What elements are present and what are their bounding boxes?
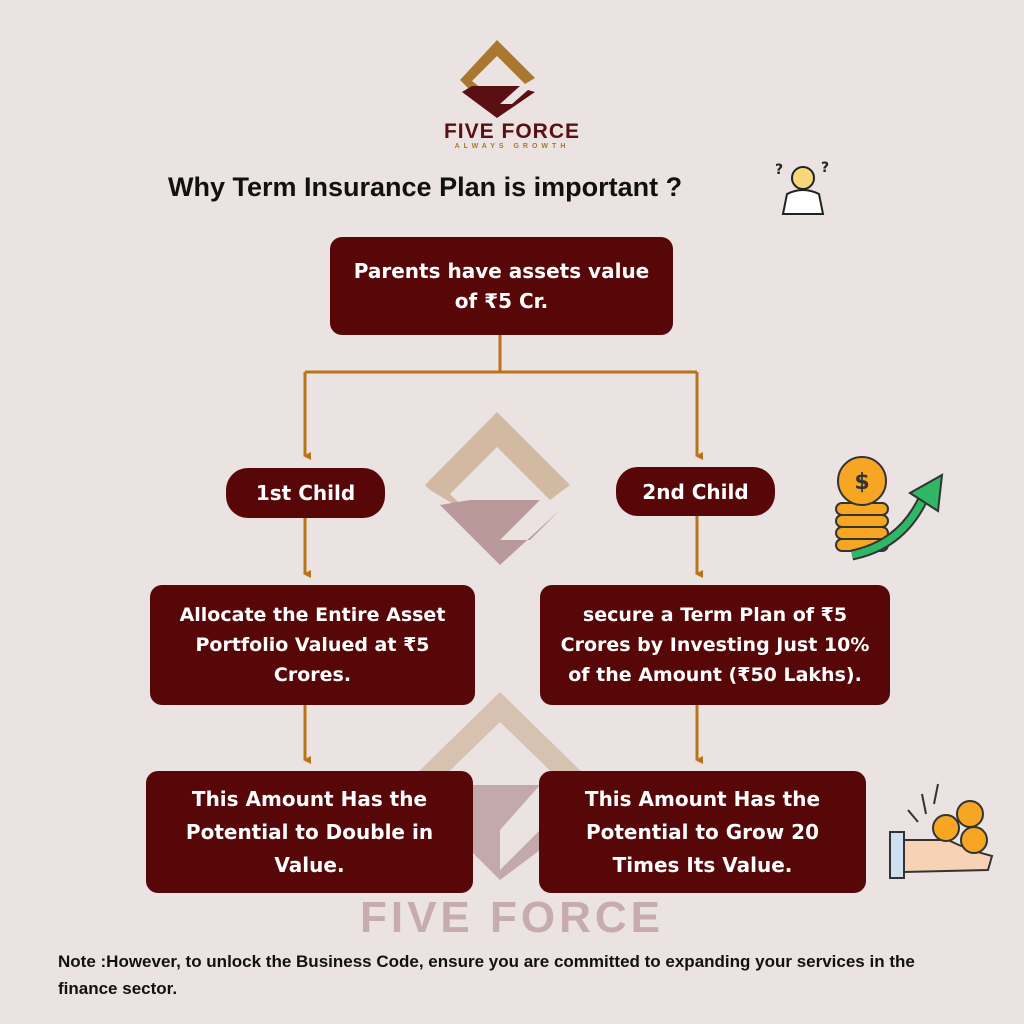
coins-growth-icon: $ xyxy=(835,456,944,561)
second-child-pill: 2nd Child xyxy=(616,467,775,516)
brand-tagline: ALWAYS GROWTH xyxy=(454,143,570,150)
right-result-box: This Amount Has the Potential to Grow 20… xyxy=(539,771,866,893)
watermark-logo-mid xyxy=(425,412,570,565)
watermark-text: FIVE FORCE xyxy=(359,893,665,942)
thinking-person-icon: ? ? xyxy=(775,160,829,215)
left-result-box: This Amount Has the Potential to Double … xyxy=(146,771,473,893)
svg-text:?: ? xyxy=(821,160,829,176)
hand-coins-icon xyxy=(889,783,994,879)
top-box-parents-assets: Parents have assets value of ₹5 Cr. xyxy=(330,237,673,335)
page-title: Why Term Insurance Plan is important ? xyxy=(168,172,683,202)
svg-text:?: ? xyxy=(775,162,783,178)
svg-text:$: $ xyxy=(854,470,869,495)
left-step-box: Allocate the Entire Asset Portfolio Valu… xyxy=(150,585,475,705)
brand-name: FIVE FORCE xyxy=(443,120,580,143)
footer-note: Note :However, to unlock the Business Co… xyxy=(58,952,915,998)
first-child-pill: 1st Child xyxy=(226,468,385,518)
right-step-box: secure a Term Plan of ₹5 Crores by Inves… xyxy=(540,585,890,705)
five-force-logo xyxy=(460,40,535,118)
